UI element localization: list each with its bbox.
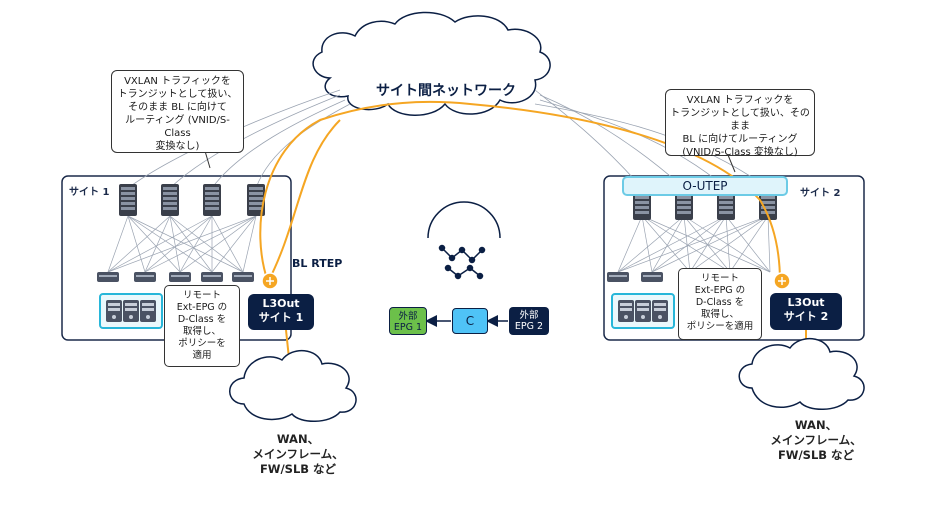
- site1-fabric-links: [107, 215, 257, 273]
- site2-policy-note: リモート Ext-EPG の D-Class を 取得し、 ポリシーを適用: [678, 268, 762, 340]
- aci-fabric-icon: [427, 201, 501, 280]
- site1-external-caption: WAN、 メインフレーム、 FW/SLB など: [252, 432, 344, 476]
- site1-border-leaf-icon: [261, 272, 279, 290]
- external-epg-1: 外部 EPG 1: [389, 307, 427, 335]
- site1-l3out: L3Out サイト 1: [248, 294, 314, 330]
- site2-label: サイト 2: [800, 188, 841, 199]
- external-epg-2: 外部 EPG 2: [509, 307, 549, 335]
- bl-rtep-label: BL RTEP: [292, 257, 343, 270]
- site2-transit-callout: VXLAN トラフィックを トランジットとして扱い、そのまま BL に向けてルー…: [665, 89, 815, 158]
- site1-label: サイト 1: [69, 187, 110, 198]
- contract-c: C: [452, 308, 488, 334]
- site2-external-cloud: [738, 338, 865, 410]
- site1-external-cloud: [229, 350, 357, 422]
- site2-border-leaf-icon: [773, 272, 791, 290]
- site1-policy-note: リモート Ext-EPG の D-Class を 取得し、 ポリシーを 適用: [164, 285, 240, 367]
- o-utep-box: O-UTEP: [622, 176, 788, 196]
- site1-transit-callout: VXLAN トラフィックを トランジットとして扱い、 そのまま BL に向けて …: [111, 70, 244, 153]
- site2-external-caption: WAN、 メインフレーム、 FW/SLB など: [770, 418, 862, 462]
- site2-l3out: L3Out サイト 2: [770, 293, 842, 330]
- wan-cloud-label: サイト間ネットワーク: [376, 83, 516, 99]
- site2-fabric-links: [617, 215, 771, 273]
- callout-pointers: [204, 150, 736, 173]
